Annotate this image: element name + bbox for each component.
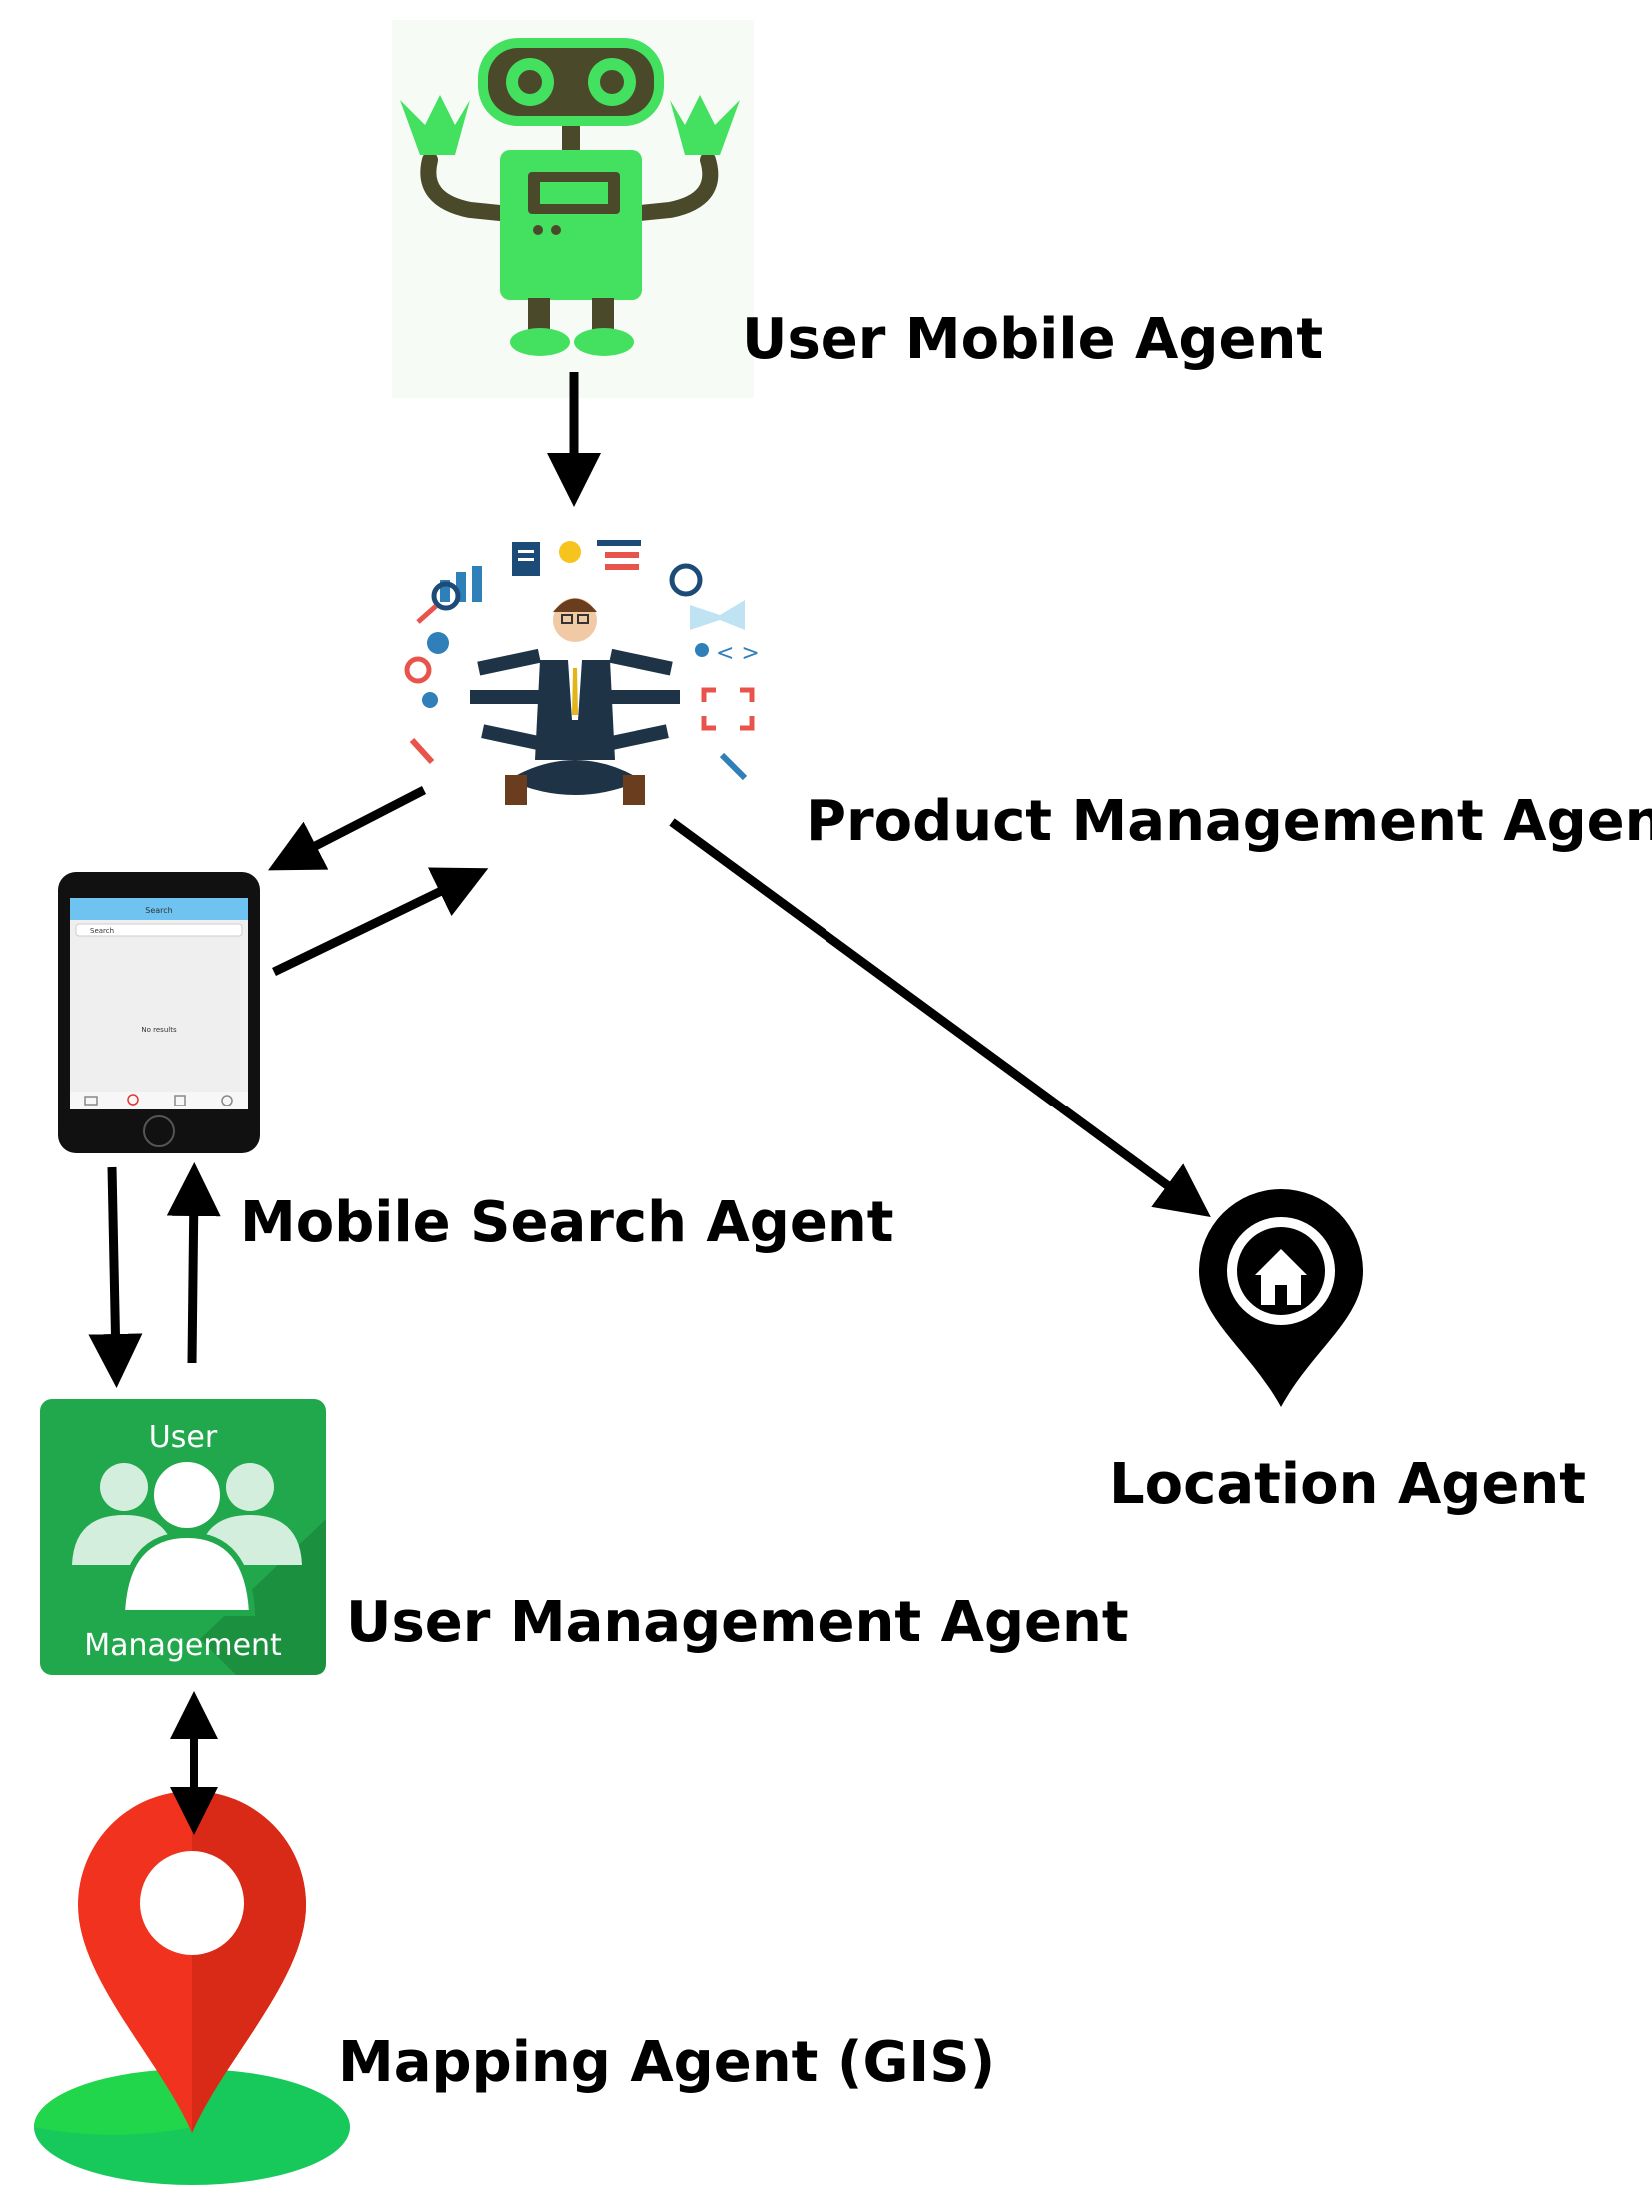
mapping-agent-label: Mapping Agent (GIS) xyxy=(338,2030,995,2095)
user-management-agent-label: User Management Agent xyxy=(346,1590,1129,1655)
user-mobile-agent-label: User Mobile Agent xyxy=(742,307,1323,372)
phone-empty-text: No results xyxy=(141,1026,177,1034)
arrow-product-to-location xyxy=(669,818,1211,1217)
product-management-agent-label: Product Management Agent xyxy=(806,789,1652,854)
arrow-phone-to-product xyxy=(272,867,489,977)
phone-search-placeholder: Search xyxy=(90,927,114,935)
arrow-phone-to-user-management xyxy=(88,1166,143,1388)
location-agent-label: Location Agent xyxy=(1109,1452,1586,1517)
tile-bottom-text: Management xyxy=(84,1628,282,1663)
phone-screen-title: Search xyxy=(145,906,172,915)
mobile-search-agent-label: Mobile Search Agent xyxy=(240,1190,893,1255)
businessman-icon: < > xyxy=(404,540,760,805)
tile-top-text: User xyxy=(149,1420,218,1455)
svg-text:< >: < > xyxy=(716,641,760,666)
smartphone-icon: Search Search No results xyxy=(58,872,260,1153)
house-pin-icon xyxy=(1199,1189,1363,1407)
arrow-user-management-to-phone xyxy=(166,1162,221,1364)
map-pin-icon xyxy=(34,1791,350,2185)
arrow-product-to-phone xyxy=(267,785,427,871)
robot-icon xyxy=(392,20,754,398)
user-management-icon: User Management xyxy=(40,1399,326,1675)
